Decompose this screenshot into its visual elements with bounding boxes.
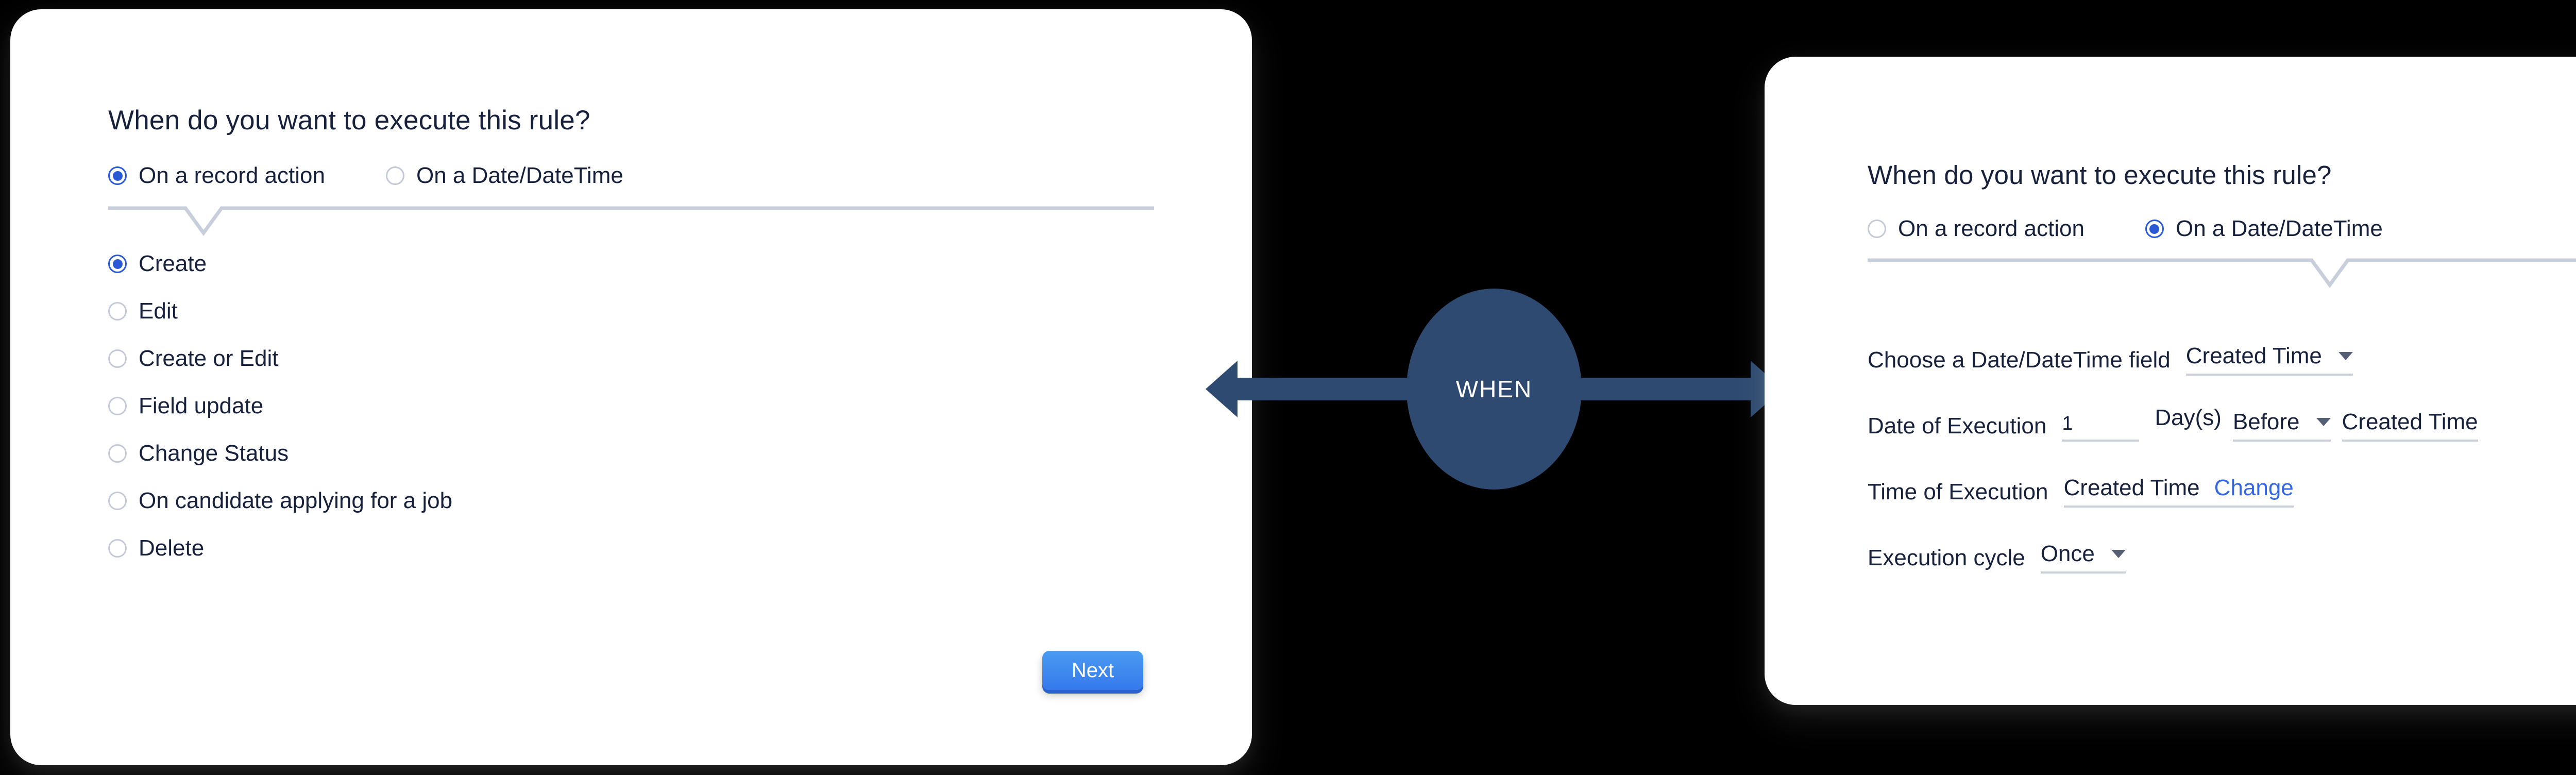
date-offset-reference-value: Created Time [2342,409,2478,434]
radio-label: On a Date/DateTime [2175,216,2383,241]
radio-unselected-icon [108,349,127,368]
record-action-options: Create Edit Create or Edit Field update … [108,240,1200,572]
option-label: Create or Edit [139,346,279,371]
option-edit[interactable]: Edit [108,288,1200,335]
option-create-or-edit[interactable]: Create or Edit [108,335,1200,382]
when-badge: WHEN [1406,289,1582,490]
when-badge-label: WHEN [1455,376,1533,402]
radio-unselected-icon [108,397,127,415]
left-section-divider [108,206,1154,237]
change-time-link[interactable]: Change [2214,475,2294,500]
left-card-content: When do you want to execute this rule? O… [108,105,1200,572]
radio-on-a-record-action[interactable]: On a record action [108,163,325,189]
option-create[interactable]: Create [108,240,1200,288]
chevron-down-icon [2316,418,2331,426]
option-label: Delete [139,535,205,561]
radio-selected-icon [2145,220,2164,238]
radio-label: On a record action [1898,216,2084,241]
date-field-value: Created Time [2185,343,2322,368]
radio-unselected-icon [1868,220,1886,238]
row-choose-date-field: Choose a Date/DateTime field Created Tim… [1868,310,2576,376]
option-label: Change Status [139,441,289,466]
radio-label: On a Date/DateTime [416,163,623,188]
chevron-down-icon [2338,352,2353,360]
row-date-of-execution: Date of Execution 1 Day(s) Before Create… [1868,376,2576,442]
radio-on-a-date-datetime[interactable]: On a Date/DateTime [385,163,623,189]
execution-cycle-label: Execution cycle [1868,545,2025,570]
time-of-execution-field[interactable]: Created Time Change [2063,475,2294,508]
option-delete[interactable]: Delete [108,525,1200,572]
row-execution-cycle: Execution cycle Once [1868,508,2576,574]
radio-unselected-icon [385,166,404,185]
right-card-heading: When do you want to execute this rule? [1868,160,2332,190]
radio-selected-icon [108,255,127,273]
date-offset-unit-label: Day(s) [2155,405,2222,430]
right-card-content: When do you want to execute this rule? O… [1868,160,2576,574]
date-field-dropdown[interactable]: Created Time [2185,343,2353,376]
execution-cycle-value: Once [2040,541,2095,566]
chevron-down-icon [2111,550,2126,558]
option-label: On candidate applying for a job [139,488,453,513]
radio-on-a-record-action[interactable]: On a record action [1868,216,2084,242]
row-time-of-execution: Time of Execution Created Time Change [1868,442,2576,508]
date-offset-amount-input[interactable]: 1 [2062,413,2140,442]
time-of-execution-label: Time of Execution [1868,479,2048,504]
radio-selected-icon [108,166,127,185]
date-field-label: Choose a Date/DateTime field [1868,347,2171,373]
left-card-heading: When do you want to execute this rule? [108,105,590,136]
option-label: Create [139,251,207,276]
radio-unselected-icon [108,444,127,463]
trigger-date-time-card: When do you want to execute this rule? O… [1765,57,2576,705]
option-on-candidate-applying-for-a-job[interactable]: On candidate applying for a job [108,477,1200,525]
trigger-record-action-card: When do you want to execute this rule? O… [10,9,1252,765]
radio-label: On a record action [139,163,325,188]
date-of-execution-label: Date of Execution [1868,413,2047,439]
date-offset-reference-field[interactable]: Created Time [2342,411,2478,442]
date-offset-direction-value: Before [2232,409,2300,434]
right-section-divider [1868,258,2576,289]
when-connector [1206,361,1783,417]
execution-cycle-dropdown[interactable]: Once [2040,541,2126,574]
radio-unselected-icon [108,492,127,510]
option-change-status[interactable]: Change Status [108,430,1200,477]
radio-unselected-icon [108,539,127,558]
time-of-execution-value: Created Time [2063,475,2200,500]
left-trigger-type-radio-group: On a record action On a Date/DateTime [108,163,1200,189]
right-trigger-type-radio-group: On a record action On a Date/DateTime [1868,216,2576,242]
radio-unselected-icon [108,302,127,321]
option-field-update[interactable]: Field update [108,382,1200,430]
option-label: Field update [139,393,264,418]
date-offset-direction-dropdown[interactable]: Before [2232,409,2331,442]
date-offset-amount-value: 1 [2062,413,2073,434]
date-time-form: Choose a Date/DateTime field Created Tim… [1868,310,2576,574]
option-label: Edit [139,298,178,324]
radio-on-a-date-datetime[interactable]: On a Date/DateTime [2145,216,2383,242]
next-button-left[interactable]: Next [1042,651,1143,690]
